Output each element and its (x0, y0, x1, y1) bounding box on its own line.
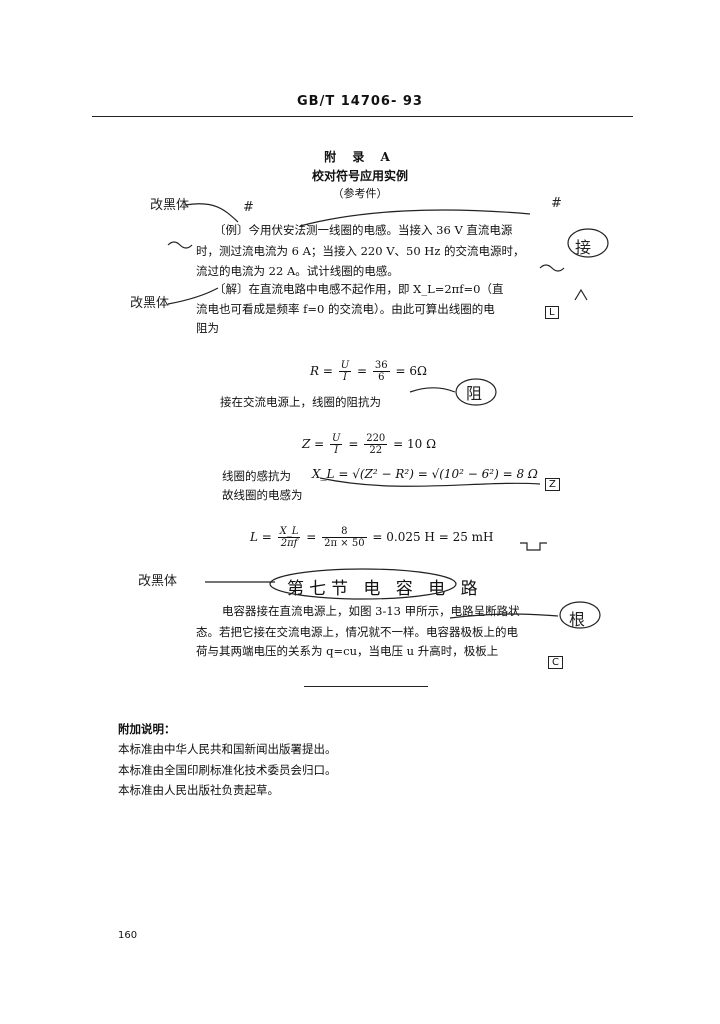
handwritten-box-c: C (548, 656, 563, 669)
handwritten-gen: 根 (569, 610, 586, 629)
circle-section (269, 568, 457, 600)
handwritten-jie: 接 (575, 238, 592, 257)
stroke-6 (319, 477, 541, 487)
handwritten-mark-bold-3: 改黑体 (138, 574, 178, 589)
example-line-6: 阻为 (196, 321, 219, 335)
example-line-5: 流电也可看成是频率 f=0 的交流电）。由此可算出线圈的电 (196, 302, 495, 316)
capacitor-line-1: 电容器接在直流电源上，如图 3-13 甲所示，电路呈断路状 (222, 604, 520, 618)
appendix-title: 附 录 A (324, 150, 396, 164)
capacitor-line-2: 态。若把它接在交流电源上，情况就不一样。电容器极板上的电 (196, 625, 518, 639)
handwritten-zu: 阻 (466, 384, 483, 403)
example-line-2: 时，测过流电流为 6 A；当接入 220 V、50 Hz 的交流电源时， (196, 244, 525, 258)
appendix-note: （参考件） (332, 187, 388, 200)
capacitor-line-3: 荷与其两端电压的关系为 q=cu，当电压 u 升高时，极板上 (196, 644, 499, 658)
text-ac-source: 接在交流电源上，线圈的阻抗为 (220, 395, 381, 409)
standard-number: GB/T 14706- 93 (297, 94, 423, 109)
example-line-3: 流过的电流为 22 A。试计线圈的电感。 (196, 264, 399, 278)
note-item-1: 本标准由中华人民共和国新闻出版署提出。 (118, 742, 337, 756)
text-inductive-reactance: 线圈的感抗为 (222, 469, 291, 483)
handwritten-mark-bold-1: 改黑体 (150, 198, 190, 213)
header-rule (92, 116, 633, 117)
stroke-10 (539, 264, 565, 272)
page-number: 160 (118, 930, 138, 941)
stroke-3 (167, 287, 219, 305)
example-line-4: 〔解〕在直流电路中电感不起作用，即 X_L=2πf=0（直 (214, 282, 504, 296)
stroke-9 (167, 241, 193, 249)
handwritten-box-l: L (545, 306, 559, 319)
notes-heading: 附加说明： (118, 722, 176, 736)
stroke-1 (184, 203, 239, 223)
handwritten-mark-bold-2: 改黑体 (130, 296, 170, 311)
equation-reactance: X_L = √(Z² − R²) = √(10² − 6²) = 8 Ω (312, 467, 538, 481)
example-line-1: 〔例〕今用伏安法测一线圈的电感。当接入 36 V 直流电源 (214, 223, 513, 237)
stroke-2 (299, 209, 531, 227)
note-item-3: 本标准由人民出版社负责起草。 (118, 783, 279, 797)
stroke-8 (520, 542, 547, 551)
circle-zu (455, 378, 497, 406)
handwritten-hash-1: # (243, 200, 254, 215)
circle-jie (567, 228, 609, 258)
handwritten-box-z: Z (545, 478, 560, 491)
end-rule (304, 686, 428, 687)
stroke-11 (574, 288, 588, 301)
appendix-subtitle: 校对符号应用实例 (311, 169, 408, 183)
stroke-5 (409, 387, 456, 393)
stroke-7 (449, 613, 559, 619)
circle-gen (559, 601, 601, 629)
note-item-2: 本标准由全国印刷标准化技术委员会归口。 (118, 763, 337, 777)
text-inductance: 故线圈的电感为 (222, 488, 303, 502)
handwritten-hash-2: # (551, 196, 562, 211)
